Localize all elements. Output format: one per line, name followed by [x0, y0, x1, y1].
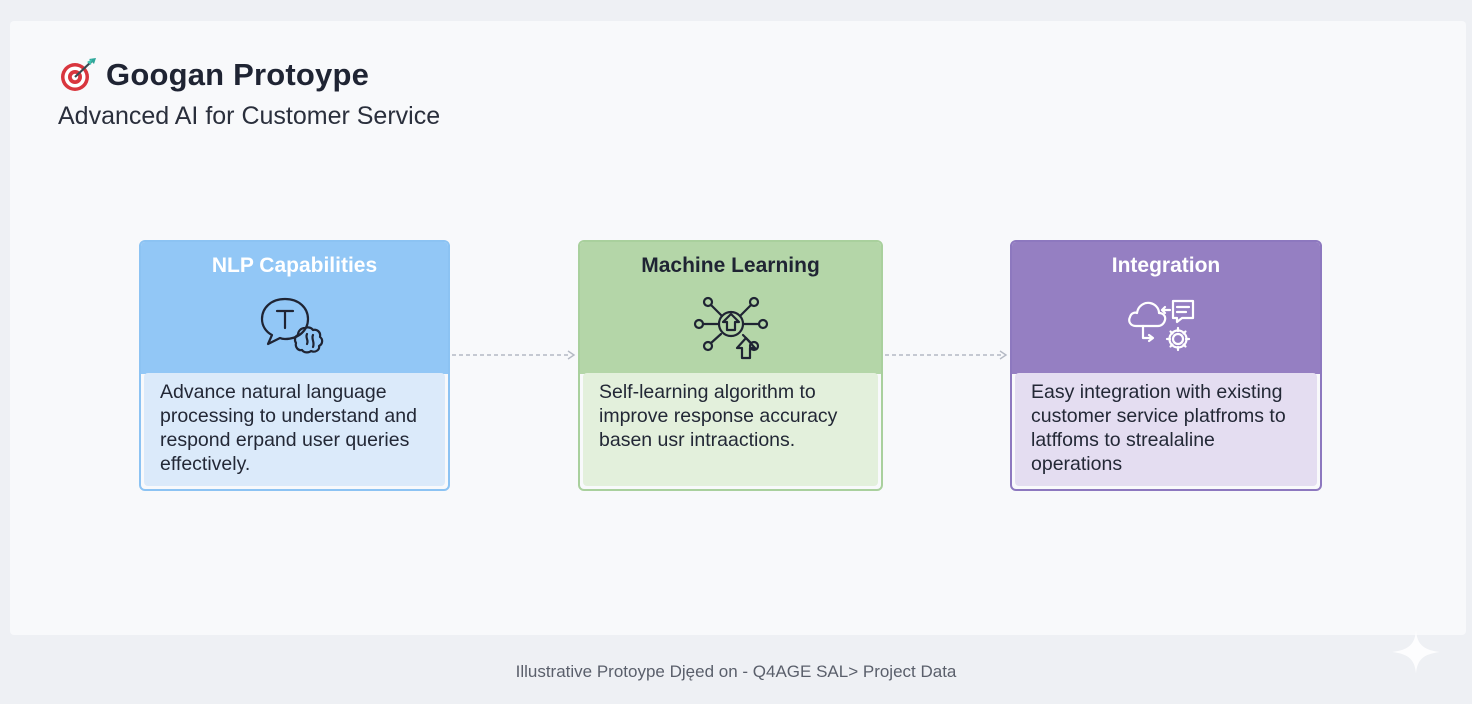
card-integration: Integration Easy integration with existi… [1010, 240, 1322, 491]
card-header: Machine Learning [580, 242, 881, 374]
card-title: Machine Learning [641, 254, 820, 277]
speech-bubble-brain-icon [260, 297, 323, 354]
card-header: NLP Capabilities [141, 242, 448, 374]
card-header: Integration [1012, 242, 1320, 374]
sparkle-icon [1392, 630, 1440, 674]
card-nlp-capabilities: NLP Capabilities Advance natural languag… [139, 240, 450, 491]
card-title: NLP Capabilities [211, 254, 378, 277]
neural-network-arrow-icon [693, 296, 768, 360]
page-title: Googan Protoype [106, 57, 370, 92]
card-description: Easy integration with existing customer … [1015, 373, 1317, 486]
card-description: Self-learning algorithm to improve respo… [583, 373, 878, 486]
card-title: Integration [1111, 254, 1221, 277]
target-dart-icon [61, 58, 96, 91]
card-description: Advance natural language processing to u… [144, 373, 445, 486]
footer-note: Illustrative Protoype Djęed on - Q4AGE S… [515, 662, 957, 681]
arrow-connector-2 [885, 350, 1008, 360]
card-machine-learning: Machine Learning Self-learning algorithm… [578, 240, 883, 491]
arrow-connector-1 [452, 350, 576, 360]
cloud-chat-gear-icon [1128, 299, 1195, 352]
page-subtitle: Advanced AI for Customer Service [58, 102, 441, 130]
header: Googan Protoype [58, 56, 369, 94]
